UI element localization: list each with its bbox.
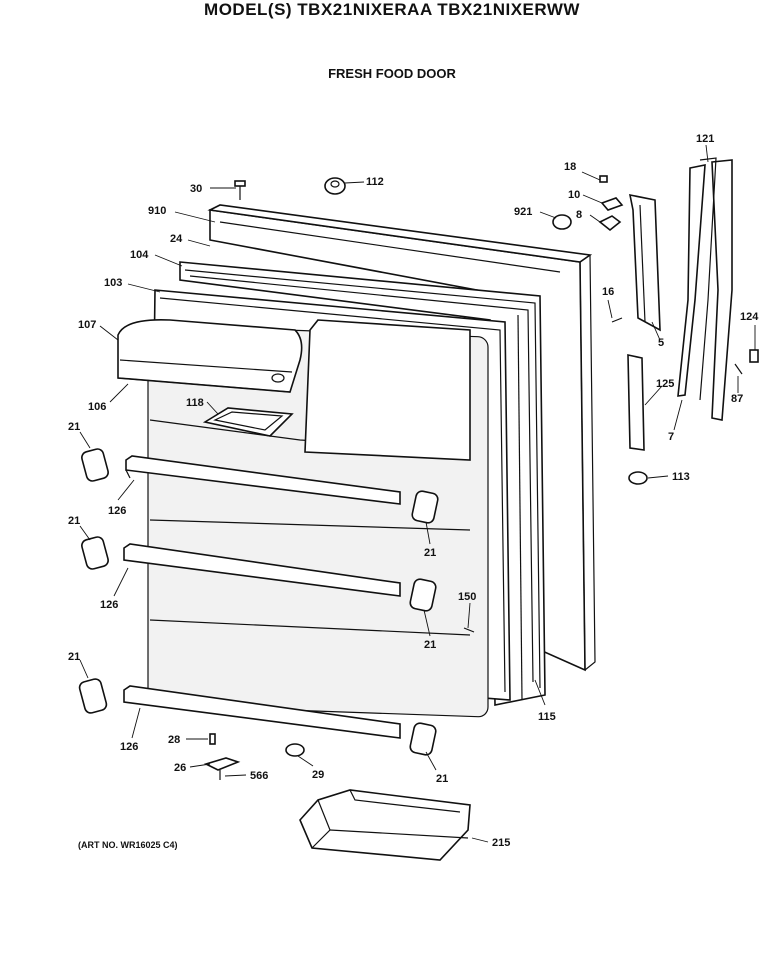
callout-26: 26 (174, 762, 186, 774)
callout-21-middle-left: 21 (68, 515, 80, 527)
dairy-compartment (117, 318, 303, 393)
callout-125: 125 (656, 378, 674, 390)
butter-tray (202, 407, 294, 437)
cap-29 (285, 743, 305, 757)
callout-118: 118 (186, 397, 204, 409)
callout-921: 921 (514, 206, 532, 218)
hinge-bracket-5 (628, 193, 661, 332)
callout-10: 10 (568, 189, 580, 201)
bottom-bin (299, 789, 471, 861)
shelf-end-cap (78, 448, 439, 756)
callout-124: 124 (740, 311, 759, 323)
callout-126-lower: 126 (120, 741, 138, 753)
screw-30 (234, 180, 246, 200)
callout-112: 112 (366, 176, 384, 188)
callout-106: 106 (88, 401, 106, 413)
callout-910: 910 (148, 205, 166, 217)
callout-87: 87 (731, 393, 743, 405)
shelf-bar-upper (125, 455, 401, 505)
rail-125 (627, 354, 645, 451)
callout-29: 29 (312, 769, 324, 781)
callout-21-lower-right: 21 (436, 773, 448, 785)
callout-126-middle: 126 (100, 599, 118, 611)
callout-107: 107 (78, 319, 96, 331)
callout-24: 24 (170, 233, 183, 245)
hinge-parts-18-10-8 (552, 175, 624, 323)
callout-150: 150 (458, 591, 476, 603)
callout-104: 104 (130, 249, 149, 261)
callout-113: 113 (672, 471, 690, 483)
callout-215: 215 (492, 837, 510, 849)
callout-21-upper-left: 21 (68, 421, 80, 433)
callout-30: 30 (190, 183, 202, 195)
callout-7: 7 (668, 431, 674, 443)
callout-28: 28 (168, 734, 180, 746)
art-number: (ART NO. WR16025 C4) (78, 840, 178, 850)
plug-112 (324, 177, 346, 195)
callout-21-upper-right: 21 (424, 547, 436, 559)
callout-566: 566 (250, 770, 268, 782)
hinge-rails-121-7 (677, 157, 733, 421)
bracket-28-26 (203, 733, 241, 780)
callout-5: 5 (658, 337, 664, 349)
callout-21-middle-right: 21 (424, 639, 436, 651)
callout-18: 18 (564, 161, 576, 173)
callout-8: 8 (576, 209, 582, 221)
clip-113-124-87 (628, 349, 759, 485)
diagram-subtitle: FRESH FOOD DOOR (328, 66, 456, 81)
callout-103: 103 (104, 277, 122, 289)
diagram-title: MODEL(S) TBX21NIXERAA TBX21NIXERWW (204, 0, 580, 19)
shelf-bar-lower (123, 685, 401, 739)
callout-126-upper: 126 (108, 505, 126, 517)
callout-16: 16 (602, 286, 614, 298)
shelf-bar-middle (123, 543, 401, 597)
leader-lines (79, 144, 756, 843)
callout-121: 121 (696, 133, 714, 145)
callout-21-lower-left: 21 (68, 651, 80, 663)
screw-150 (463, 627, 475, 633)
callout-115: 115 (538, 711, 556, 723)
